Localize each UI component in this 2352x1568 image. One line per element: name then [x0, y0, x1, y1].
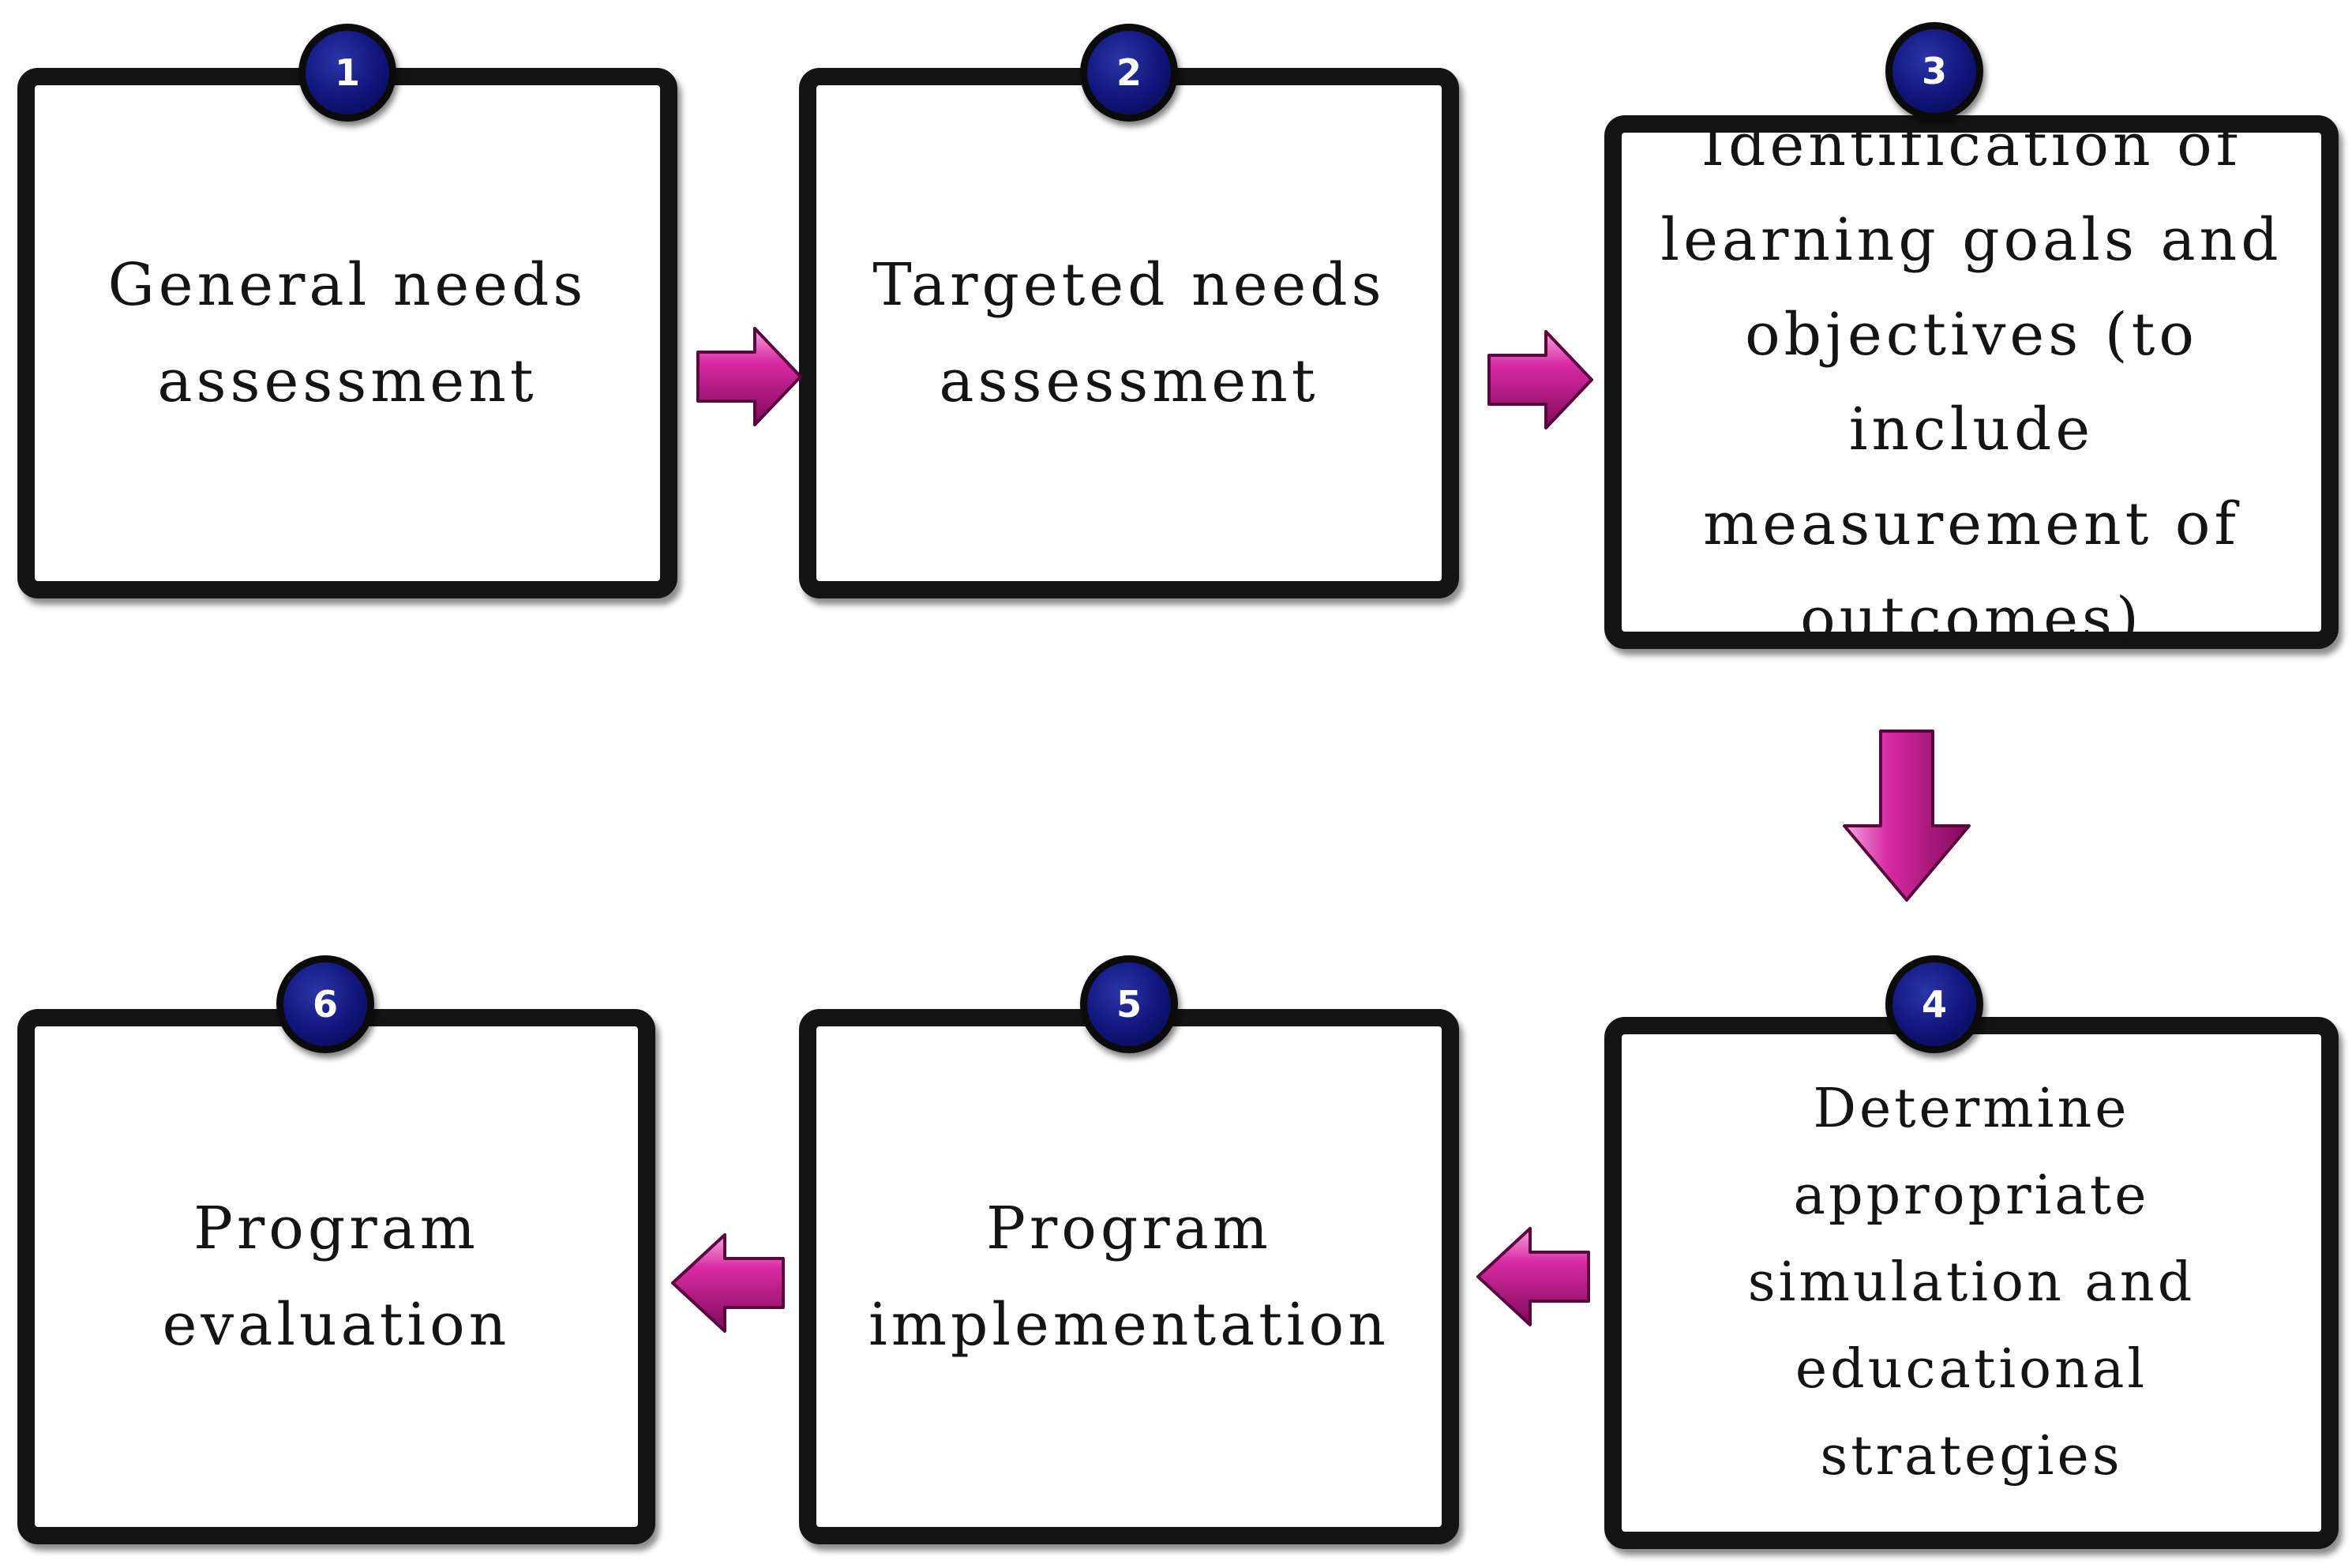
step-4-number-badge: 4 — [1885, 955, 1983, 1053]
step-4-box: Determine appropriate simulation and edu… — [1604, 1017, 2339, 1549]
step-3-box: Identification of learning goals and obj… — [1604, 111, 2339, 653]
step-5-box: Program implementation — [799, 1009, 1459, 1544]
step-1-text: General needs assessment — [107, 251, 587, 415]
step-6-number-badge: 6 — [276, 955, 374, 1053]
arrow-left-4-to-5 — [1476, 1227, 1590, 1326]
step-3-number-badge: 3 — [1885, 22, 1983, 120]
arrow-right-1-to-2 — [696, 327, 802, 426]
step-6-text: Program evaluation — [162, 1195, 511, 1359]
step-6-box: Program evaluation — [17, 1009, 655, 1544]
arrow-down-3-to-4 — [1843, 730, 1971, 902]
step-2-number-badge: 2 — [1080, 24, 1178, 122]
step-4-text: Determine appropriate simulation and edu… — [1747, 1078, 2196, 1487]
arrow-right-2-to-3 — [1487, 330, 1593, 430]
step-3-text: Identification of learning goals and obj… — [1660, 111, 2283, 653]
step-5-number-badge: 5 — [1080, 955, 1178, 1053]
step-1-box: General needs assessment — [17, 68, 677, 598]
step-5-text: Program implementation — [868, 1195, 1390, 1359]
step-1-number-badge: 1 — [298, 24, 396, 122]
arrow-left-5-to-6 — [671, 1233, 785, 1333]
step-2-text: Targeted needs assessment — [872, 251, 1386, 415]
step-2-box: Targeted needs assessment — [799, 68, 1459, 598]
